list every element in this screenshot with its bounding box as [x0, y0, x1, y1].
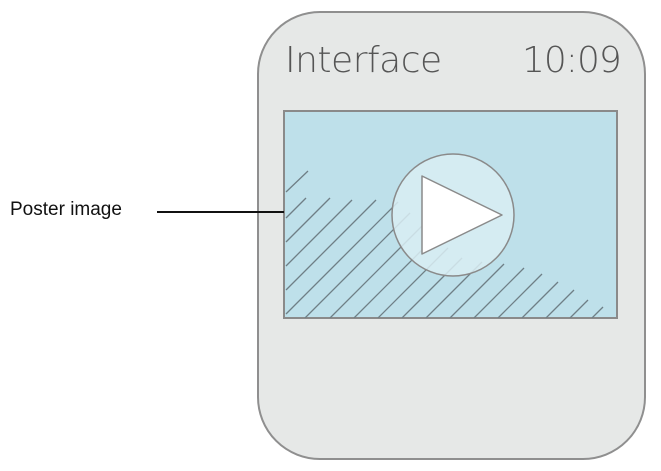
poster-hatching [285, 170, 604, 318]
poster-image[interactable] [283, 110, 618, 319]
watch-time: 10:09 [522, 40, 622, 81]
play-button[interactable] [391, 153, 515, 277]
watch-title: Interface [285, 40, 442, 81]
play-icon [421, 175, 503, 255]
callout-label: Poster image [10, 199, 122, 220]
callout-leader-line [157, 211, 284, 213]
